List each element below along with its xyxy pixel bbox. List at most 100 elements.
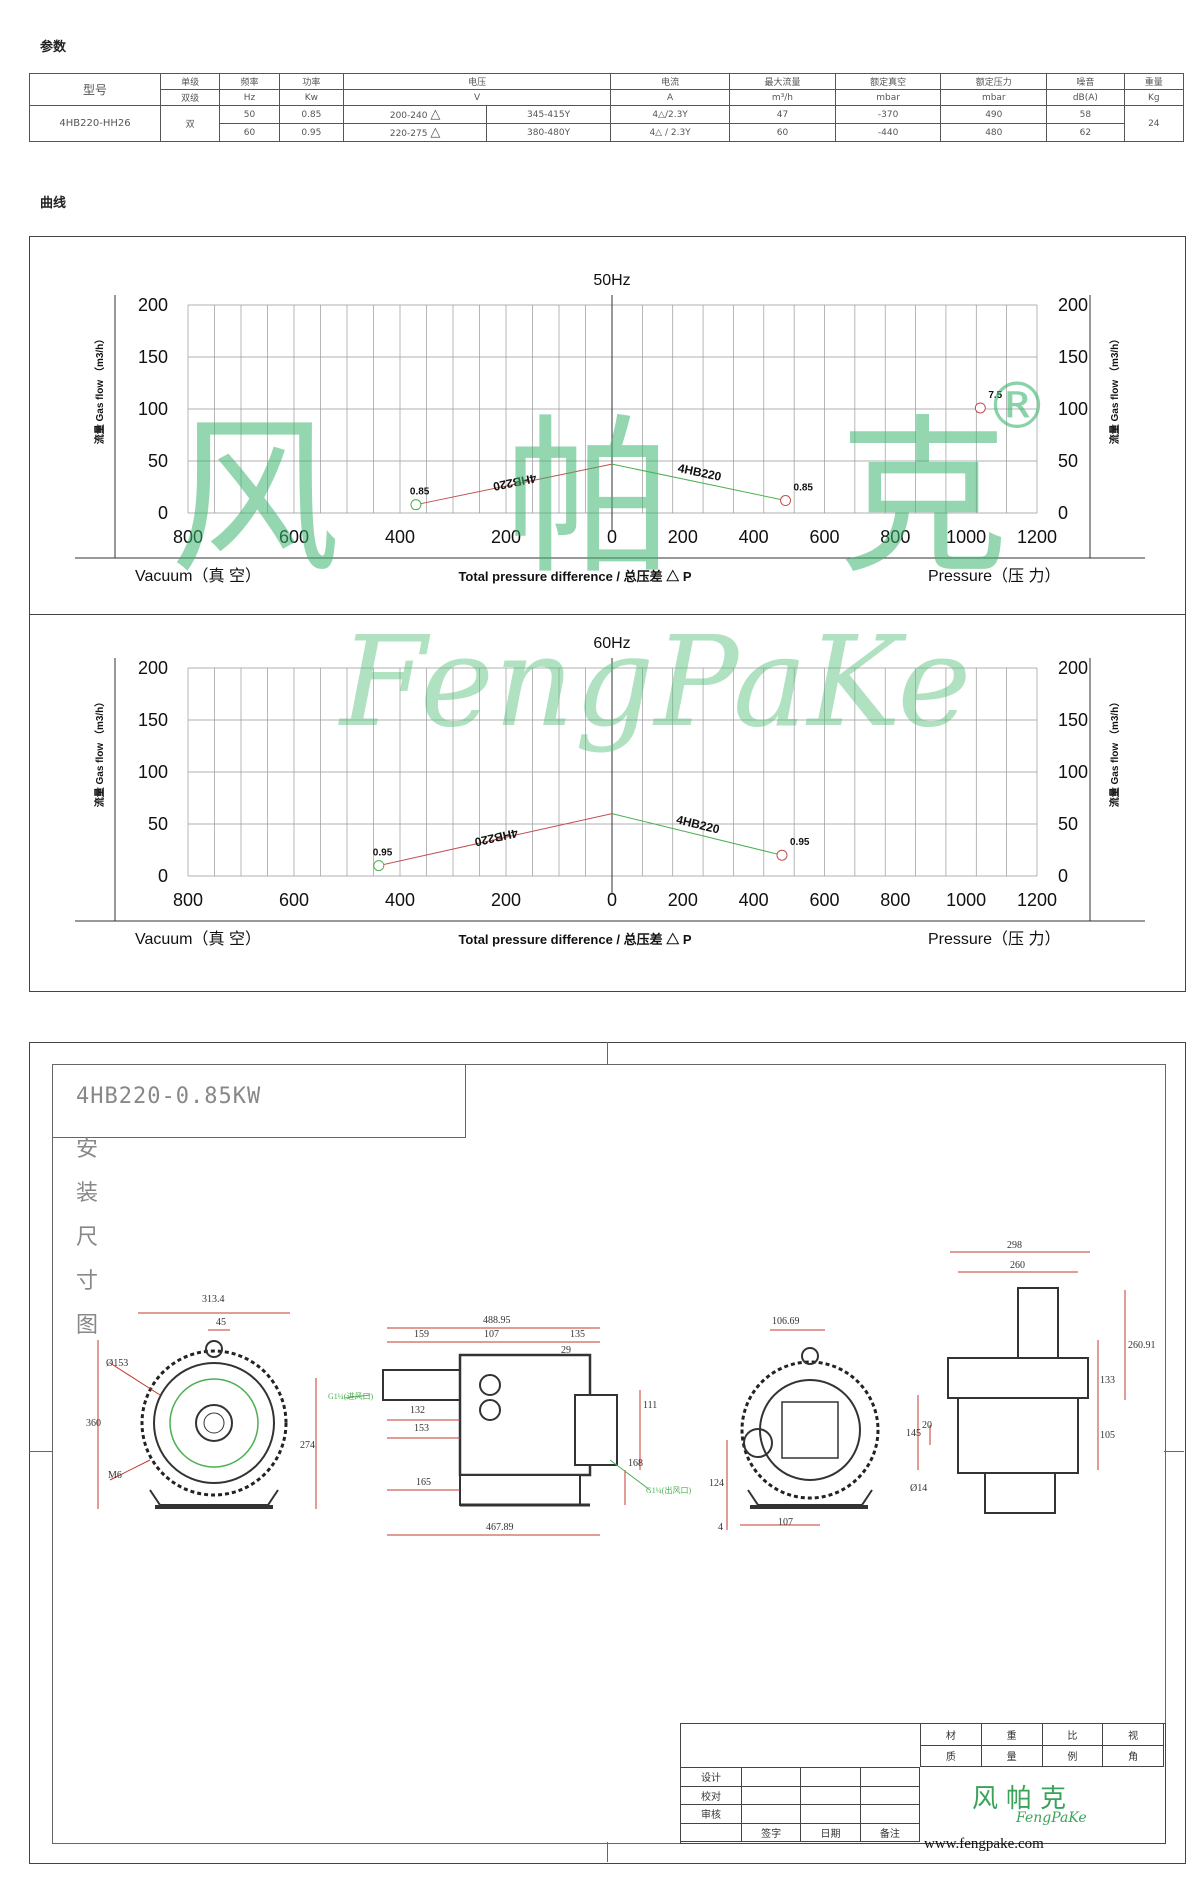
y-tick-label: 0 — [1058, 866, 1068, 886]
y-tick-label: 200 — [138, 295, 168, 315]
y-axis-title: 流量 Gas flow （m3/h） — [1108, 334, 1121, 445]
params-title: 参数 — [40, 40, 67, 55]
dim-label: G1¼(进风口) — [328, 1392, 374, 1401]
x-tick-label: 800 — [880, 527, 910, 547]
x-tick-label: 1000 — [946, 890, 986, 910]
data-point — [974, 402, 986, 414]
tb-cell: 审核 — [680, 1804, 742, 1824]
tb-cell: 角 — [1102, 1744, 1164, 1767]
y-tick-label: 150 — [138, 710, 168, 730]
y-tick-label: 200 — [138, 658, 168, 678]
cell: 220-275 △ — [343, 123, 488, 142]
x-tick-label: 800 — [880, 890, 910, 910]
tb-cell: 比 — [1041, 1723, 1104, 1746]
drawing-title-box — [52, 1064, 466, 1138]
x-axis-title: Total pressure difference / 总压差 △ P — [458, 569, 691, 584]
spec-table: 型号 单级 频率 功率 电压 电流 最大流量 额定真空 额定压力 噪音 重量 双… — [29, 73, 1185, 142]
series-line — [378, 813, 613, 867]
y-tick-label: 150 — [1058, 710, 1088, 730]
dim-label: 360 — [86, 1418, 101, 1429]
x-tick-label: 0 — [607, 890, 617, 910]
tb-cell: 例 — [1041, 1744, 1104, 1767]
dim-label: 135 — [570, 1329, 585, 1340]
y-axis-title: 流量 Gas flow （m3/h） — [1108, 697, 1121, 808]
pressure-label: Pressure（压 力） — [928, 567, 1060, 585]
x-tick-label: 400 — [385, 890, 415, 910]
data-point — [373, 860, 385, 872]
logo-en: FengPaKe — [1016, 1810, 1087, 1826]
chart-title: 60Hz — [593, 635, 630, 652]
data-label: 0.85 — [410, 487, 430, 498]
dim-label: 145 — [906, 1428, 921, 1439]
side-view — [344, 1327, 651, 1536]
tb-cell: 备注 — [859, 1822, 921, 1842]
frame-tick — [607, 1042, 608, 1064]
chart-divider — [29, 614, 1185, 615]
x-tick-label: 200 — [491, 527, 521, 547]
y-tick-label: 150 — [1058, 347, 1088, 367]
y-tick-label: 100 — [138, 762, 168, 782]
x-tick-label: 800 — [173, 527, 203, 547]
series-line — [611, 813, 783, 856]
logo-cn: 风帕克 — [972, 1784, 1075, 1814]
data-label: 7.5 — [988, 390, 1002, 401]
x-tick-label: 200 — [491, 890, 521, 910]
dim-label: M6 — [108, 1470, 122, 1481]
data-point — [780, 495, 792, 507]
tb-cell: 量 — [980, 1744, 1043, 1767]
frame-tick — [29, 1451, 52, 1452]
x-tick-label: 200 — [668, 527, 698, 547]
data-label: 0.85 — [794, 483, 814, 494]
x-tick-label: 1000 — [946, 527, 986, 547]
y-tick-label: 50 — [1058, 451, 1078, 471]
cell: 4△ / 2.3Y — [610, 123, 731, 142]
dim-label: 274 — [300, 1440, 315, 1451]
dim-label: 4 — [718, 1522, 723, 1533]
tb-cell: 材 — [920, 1723, 982, 1746]
dim-label: 45 — [216, 1317, 226, 1328]
data-point — [776, 849, 788, 861]
tb-cell: 视 — [1102, 1723, 1164, 1746]
x-axis-title: Total pressure difference / 总压差 △ P — [458, 932, 691, 947]
dim-label: 159 — [414, 1329, 429, 1340]
dim-label: 105 — [1100, 1430, 1115, 1441]
data-label: 0.95 — [790, 837, 810, 848]
x-tick-label: 0 — [607, 527, 617, 547]
x-tick-label: 800 — [173, 890, 203, 910]
y-tick-label: 100 — [1058, 399, 1088, 419]
dim-label: 153 — [414, 1423, 429, 1434]
dim-label: G1¼(出风口) — [646, 1486, 692, 1495]
cell: 380-480Y — [486, 123, 612, 142]
dim-label: 124 — [709, 1478, 724, 1489]
dim-label: 298 — [1007, 1240, 1022, 1251]
x-tick-label: 400 — [739, 527, 769, 547]
pressure-label: Pressure（压 力） — [928, 930, 1060, 948]
y-tick-label: 0 — [158, 866, 168, 886]
dim-label: 260.91 — [1128, 1340, 1156, 1351]
tb-cell: 质 — [920, 1744, 982, 1767]
y-tick-label: 50 — [148, 451, 168, 471]
cell: 0.95 — [278, 123, 345, 142]
dim-label: 111 — [643, 1400, 658, 1411]
dim-label: 488.95 — [483, 1315, 511, 1326]
dim-label: 133 — [1100, 1375, 1115, 1386]
y-tick-label: 0 — [158, 503, 168, 523]
top-view — [917, 1251, 1126, 1514]
dim-label: 132 — [410, 1405, 425, 1416]
weight-cell: 24 — [1123, 105, 1185, 142]
frame-tick — [607, 1842, 608, 1862]
series-line — [611, 463, 786, 502]
dim-label: 313.4 — [202, 1294, 225, 1305]
chart-title: 50Hz — [593, 272, 630, 289]
x-tick-label: 1200 — [1017, 890, 1057, 910]
data-label: 0.95 — [373, 848, 393, 859]
series-line — [415, 463, 613, 506]
y-tick-label: 50 — [1058, 814, 1078, 834]
x-tick-label: 400 — [385, 527, 415, 547]
y-axis-title: 流量 Gas flow （m3/h） — [93, 697, 106, 808]
dim-label: 168 — [628, 1458, 643, 1469]
x-tick-label: 600 — [279, 527, 309, 547]
x-tick-label: 400 — [739, 890, 769, 910]
